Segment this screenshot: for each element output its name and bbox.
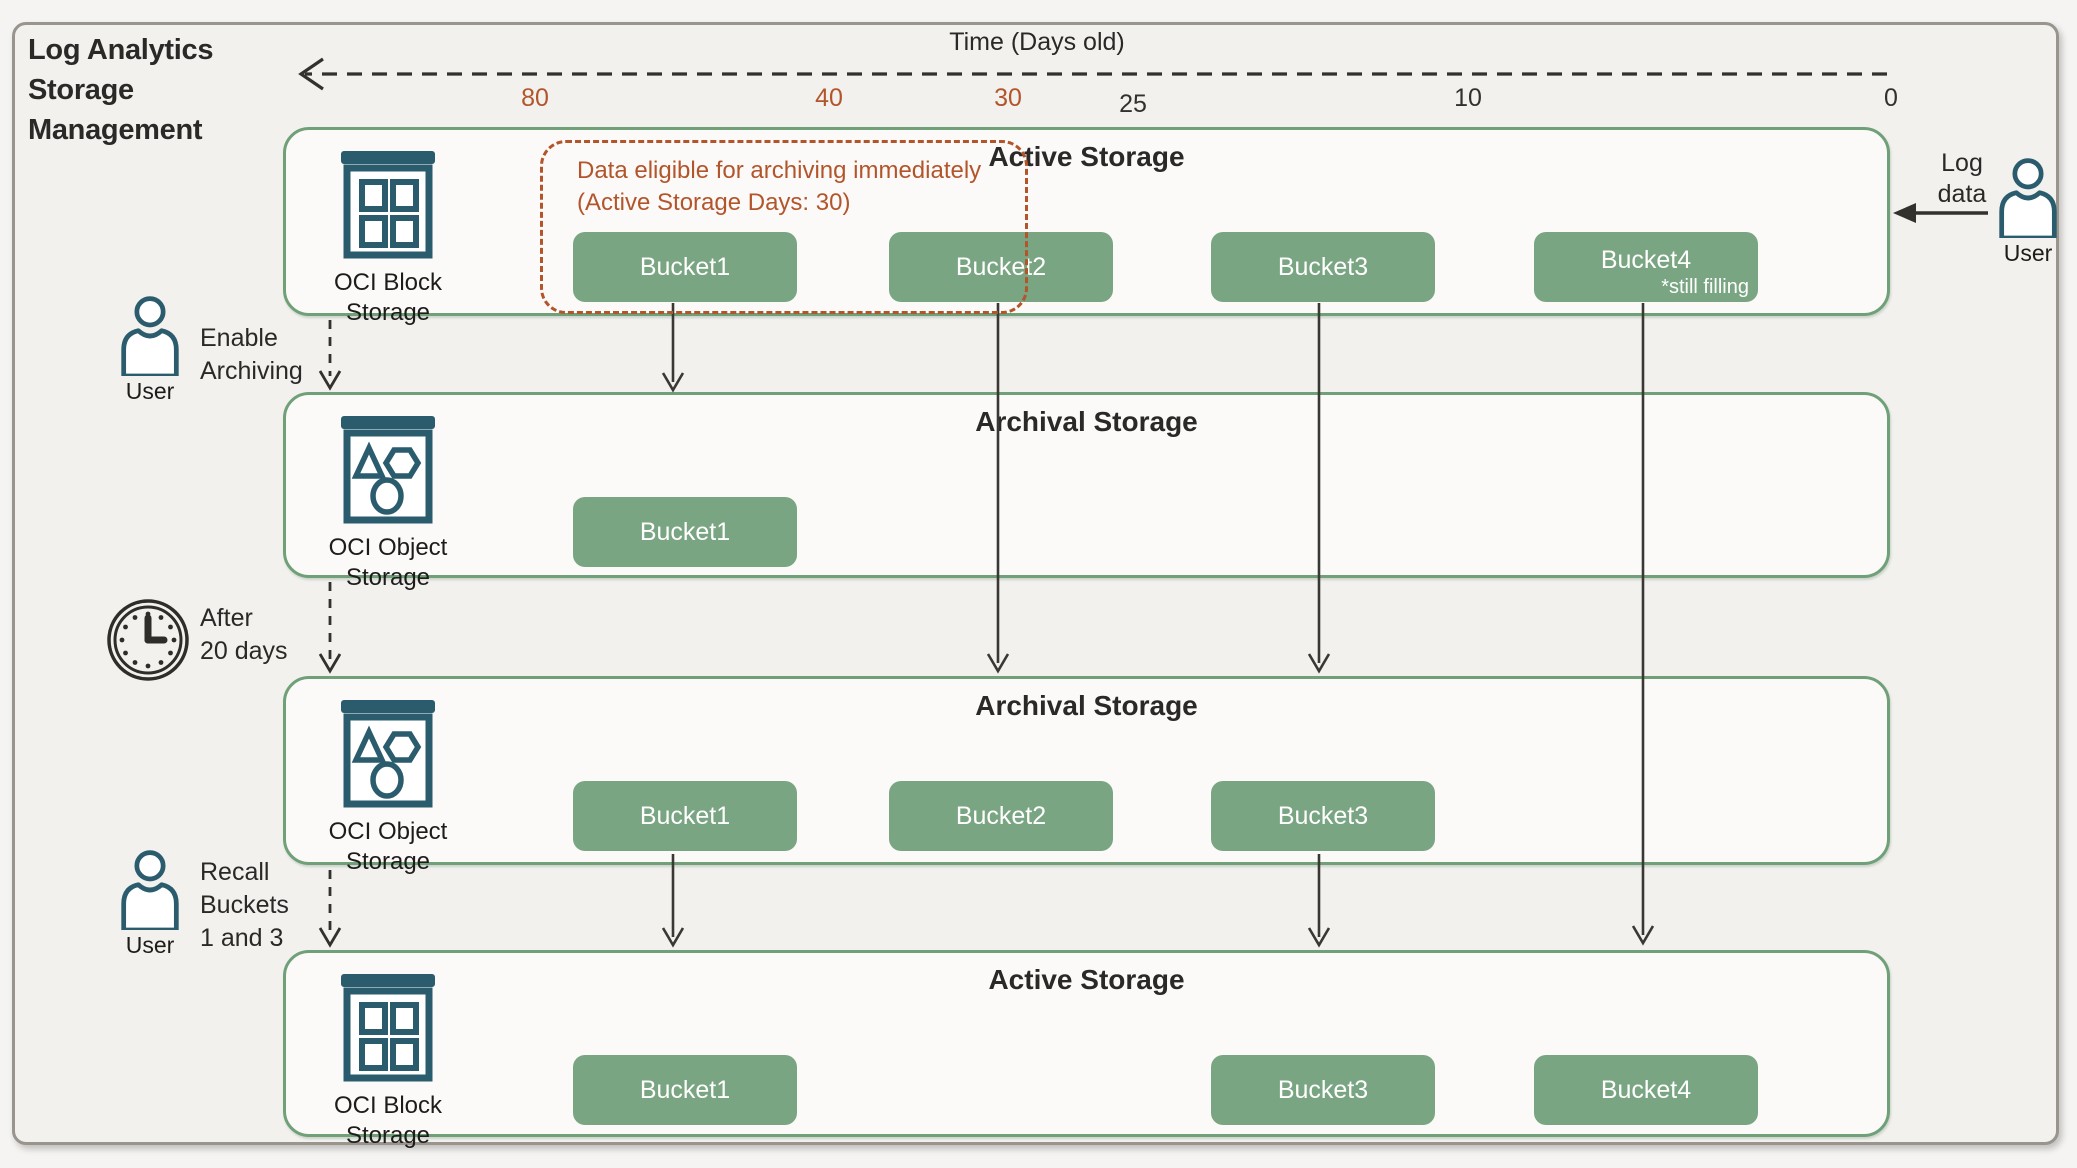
bucket-3: Bucket3 xyxy=(1211,232,1435,302)
bucket-1: Bucket1 xyxy=(573,1055,797,1125)
row-archival-storage-1: Archival Storage OCI Object Storage Buck… xyxy=(283,392,1890,591)
user-icon xyxy=(121,850,179,930)
bucket-1: Bucket1 xyxy=(573,497,797,567)
bucket-label: Bucket1 xyxy=(639,801,731,830)
row-title: Archival Storage xyxy=(975,406,1198,437)
timeline-tick-25: 25 xyxy=(1119,90,1147,118)
timeline-tick-30: 30 xyxy=(994,84,1022,112)
bucket-1: Bucket1 xyxy=(573,781,797,851)
recall-buckets-label: Recall Buckets 1 and 3 xyxy=(200,858,289,952)
bucket-label: Bucket4 xyxy=(1600,245,1692,274)
bucket-2: Bucket2 xyxy=(889,781,1113,851)
bucket-label: Bucket1 xyxy=(639,517,731,546)
user-enable-archiving: User xyxy=(108,296,192,405)
bucket-2: Bucket2 xyxy=(889,232,1113,302)
timeline-tick-40: 40 xyxy=(815,84,843,112)
row-active-storage-bottom: Active Storage OCI Block Storage Bucket1… xyxy=(283,950,1890,1149)
row-title: Active Storage xyxy=(988,964,1185,995)
bucket-label: Bucket3 xyxy=(1277,801,1369,830)
resource-label: OCI Block Storage xyxy=(333,1092,443,1149)
bucket-label: Bucket2 xyxy=(955,801,1047,830)
bucket-label: Bucket3 xyxy=(1277,1075,1369,1104)
row-active-storage-top: Active Storage OCI Block Storage Bucket1… xyxy=(283,127,1890,326)
timeline-tick-80: 80 xyxy=(521,84,549,112)
bucket-1: Bucket1 xyxy=(573,232,797,302)
timeline-tick-0: 0 xyxy=(1884,84,1898,112)
bucket-4: Bucket4 xyxy=(1534,1055,1758,1125)
row-archival-storage-2: Archival Storage OCI Object Storage Buck… xyxy=(283,676,1890,875)
timeline-title: Time (Days old) xyxy=(949,28,1125,56)
user-recall: User xyxy=(108,850,192,959)
resource-oci-object-storage: OCI Object Storage xyxy=(308,700,468,877)
resource-label: OCI Object Storage xyxy=(328,534,448,591)
resource-oci-block-storage: OCI Block Storage xyxy=(308,151,468,328)
enable-archiving-label: Enable Archiving xyxy=(200,324,303,385)
bucket-label: Bucket3 xyxy=(1277,252,1369,281)
oci-block-storage-icon xyxy=(341,974,435,1082)
user-label: User xyxy=(2003,240,2053,266)
oci-object-storage-icon xyxy=(341,416,435,524)
user-icon xyxy=(1999,158,2057,238)
bucket-label: Bucket2 xyxy=(955,252,1047,281)
oci-object-storage-icon xyxy=(341,700,435,808)
bucket-label: Bucket4 xyxy=(1600,1075,1692,1104)
user-log-data: User xyxy=(1986,158,2070,267)
resource-oci-block-storage: OCI Block Storage xyxy=(308,974,468,1151)
page-title: Log Analytics Storage Management xyxy=(28,34,214,146)
bucket-4: Bucket4 *still filling xyxy=(1534,232,1758,302)
oci-block-storage-icon xyxy=(341,151,435,259)
resource-oci-object-storage: OCI Object Storage xyxy=(308,416,468,593)
user-icon xyxy=(121,296,179,376)
bucket-label: Bucket1 xyxy=(639,1075,731,1104)
resource-label: OCI Object Storage xyxy=(328,818,448,875)
bucket-still-filling-note: *still filling xyxy=(1661,276,1749,298)
user-label: User xyxy=(125,378,175,404)
after-20-days-label: After 20 days xyxy=(200,604,288,665)
bucket-3: Bucket3 xyxy=(1211,781,1435,851)
clock-icon xyxy=(107,599,189,681)
timeline-tick-10: 10 xyxy=(1454,84,1482,112)
resource-label: OCI Block Storage xyxy=(333,269,443,326)
row-title: Archival Storage xyxy=(975,690,1198,721)
bucket-3: Bucket3 xyxy=(1211,1055,1435,1125)
user-label: User xyxy=(125,932,175,958)
bucket-label: Bucket1 xyxy=(639,252,731,281)
after-20-days-clock xyxy=(106,598,190,687)
row-title: Active Storage xyxy=(988,141,1185,172)
log-data-label: Log data xyxy=(1937,149,1987,208)
